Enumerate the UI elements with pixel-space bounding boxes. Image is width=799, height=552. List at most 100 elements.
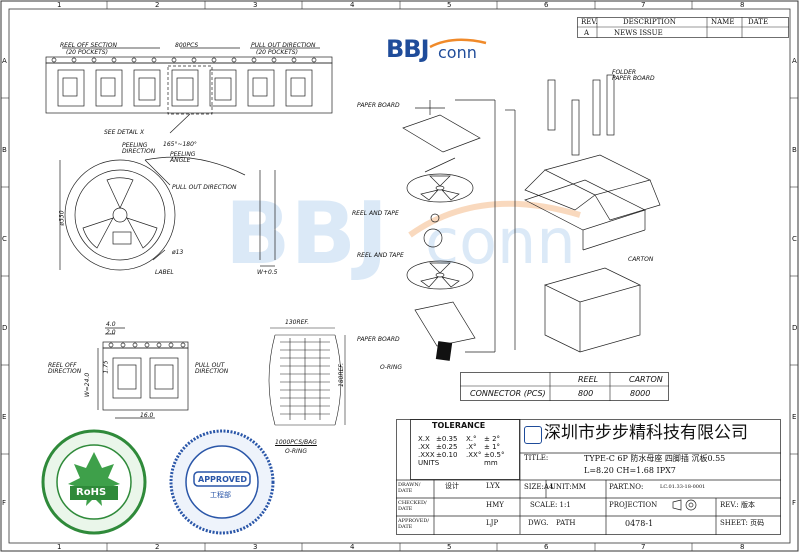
- zone-col-5-bottom: 5: [447, 543, 452, 551]
- projection-label: PROJECTION: [609, 501, 658, 509]
- zone-row-f-right: F: [792, 499, 797, 507]
- zone-col-2-bottom: 2: [155, 543, 160, 551]
- reel-pull-out-label: PULL OUT DIRECTION: [172, 184, 237, 191]
- sheet-label: SHEET: 页码: [720, 519, 765, 527]
- zone-row-a: A: [2, 57, 7, 65]
- zone-row-d: D: [2, 324, 8, 332]
- title-label: TITLE:: [524, 454, 549, 462]
- dwg-number: 0478-1: [625, 519, 654, 528]
- company-name: 深圳市步步精科技有限公司: [544, 423, 748, 443]
- tape-strip-drawing: [45, 47, 333, 134]
- reel-off-pockets-label: (20 POCKETS): [66, 49, 108, 56]
- zone-col-8: 8: [740, 1, 745, 9]
- qty-header-reel: REEL: [578, 375, 599, 384]
- qty-row-label: CONNECTOR (PCS): [470, 389, 546, 398]
- reel-off-section-label: REEL OFF SECTION: [60, 42, 117, 49]
- rohs-seal-icon: [41, 429, 147, 535]
- tape-detail-drawing: [97, 327, 189, 419]
- rohs-stamp: RoHS: [40, 428, 148, 536]
- quantity-table: [460, 372, 669, 401]
- title-line-2: L=8.20 CH=1.68 IPX7: [584, 466, 676, 475]
- zone-col-7-bottom: 7: [641, 543, 646, 551]
- checked-label: CHECKED/ DATE: [398, 500, 427, 512]
- rev-label: REV.: 版本: [720, 501, 756, 509]
- bag-130-ref: 130REF.: [285, 319, 309, 326]
- tolerance-title: TOLERANCE: [432, 421, 486, 430]
- folder-paper-board-label: FOLDER PAPER BOARD: [612, 69, 655, 82]
- reel-and-tape-label-1: REEL AND TAPE: [352, 210, 399, 217]
- zone-row-f: F: [2, 499, 7, 507]
- zone-col-3: 3: [253, 1, 258, 9]
- rev-header-name: NAME: [711, 18, 735, 26]
- zone-row-c: C: [2, 235, 7, 243]
- revision-table: [577, 17, 789, 38]
- part-no-label: PART.NO:: [609, 483, 644, 491]
- zone-col-4: 4: [350, 1, 355, 9]
- o-ring-label: O-RING: [380, 364, 402, 371]
- zone-row-a-right: A: [792, 57, 797, 65]
- bbjconn-logo: BBJ conn: [386, 37, 496, 67]
- bag-1000pcs: 1000PCS/BAG: [275, 439, 317, 446]
- drawn-by: LYX: [486, 482, 500, 490]
- qty-carton-value: 8000: [630, 389, 651, 398]
- reel-width-label: W+0.5: [257, 269, 278, 276]
- path-label: PATH: [556, 519, 576, 527]
- pcs-label: 800PCS: [175, 42, 199, 49]
- approved-label: APPROVED/ DATE: [398, 518, 430, 530]
- zone-row-e-right: E: [792, 413, 797, 421]
- reel-diameter-330: ø330: [58, 210, 66, 226]
- qty-header-carton: CARTON: [629, 375, 663, 384]
- tape-reel-off-direction: REEL OFF DIRECTION: [48, 362, 82, 375]
- approved-by: LJP: [486, 519, 499, 527]
- rev-header-date: DATE: [748, 18, 769, 26]
- tolerance-row-2: .XX±0.25.X°± 1°: [418, 443, 501, 451]
- svg-text:conn: conn: [425, 205, 576, 278]
- approved-text: APPROVED: [198, 475, 247, 484]
- zone-row-b-right: B: [792, 146, 797, 154]
- size-a4: SIZE:A4: [524, 483, 554, 491]
- watermark-logo: BBJ conn: [225, 184, 581, 284]
- zone-col-4-bottom: 4: [350, 543, 355, 551]
- peeling-angle-label: PEELING ANGLE: [170, 151, 196, 164]
- zone-col-8-bottom: 8: [740, 543, 745, 551]
- pull-out-direction-label: PULL OUT DIRECTION: [251, 42, 316, 49]
- zone-col-5: 5: [447, 1, 452, 9]
- zone-row-e: E: [2, 413, 7, 421]
- qty-reel-value: 800: [578, 389, 594, 398]
- dwg-label: DWG.: [528, 519, 549, 527]
- bag-drawing: [268, 327, 346, 426]
- logo-bb: BBJ: [386, 35, 430, 63]
- dim-16-0: 16.0: [140, 412, 154, 419]
- reel-label-callout: LABEL: [155, 269, 174, 276]
- see-detail-label: SEE DETAIL X: [104, 129, 145, 136]
- approved-dept: 工程部: [210, 491, 231, 499]
- paper-board-bottom-label: PAPER BOARD: [357, 336, 400, 343]
- zone-col-7: 7: [641, 1, 646, 9]
- dim-4-0: 4.0: [106, 321, 116, 328]
- rev-row-rev: A: [584, 29, 590, 37]
- hub-diameter-13: ø13: [172, 249, 184, 256]
- bag-o-ring: O-RING: [285, 448, 307, 455]
- paper-board-top-label: PAPER BOARD: [357, 102, 400, 109]
- rev-row-description: NEWS ISSUE: [614, 29, 663, 37]
- drawn-cn: 设计: [445, 482, 459, 490]
- exploded-packaging-drawing: [402, 74, 661, 361]
- rev-header-rev: REV.: [581, 18, 598, 26]
- reel-and-tape-label-2: REEL AND TAPE: [357, 252, 404, 259]
- dim-1-75: 1.75: [102, 360, 110, 374]
- svg-text:BBJ: BBJ: [225, 184, 388, 284]
- reel-drawing: [59, 156, 276, 271]
- drawn-label: DRAWN/ DATE: [398, 482, 421, 494]
- zone-row-b: B: [2, 146, 7, 154]
- zone-col-6-bottom: 6: [544, 543, 549, 551]
- zone-col-2: 2: [155, 1, 160, 9]
- zone-row-c-right: C: [792, 235, 797, 243]
- pull-out-pockets-label: (20 POCKETS): [256, 49, 298, 56]
- tape-pull-out-direction: PULL OUT DIRECTION: [195, 362, 229, 375]
- logo-conn: conn: [438, 43, 477, 62]
- tolerance-row-3: .XXX±0.10.XX°±0.5°: [418, 451, 505, 459]
